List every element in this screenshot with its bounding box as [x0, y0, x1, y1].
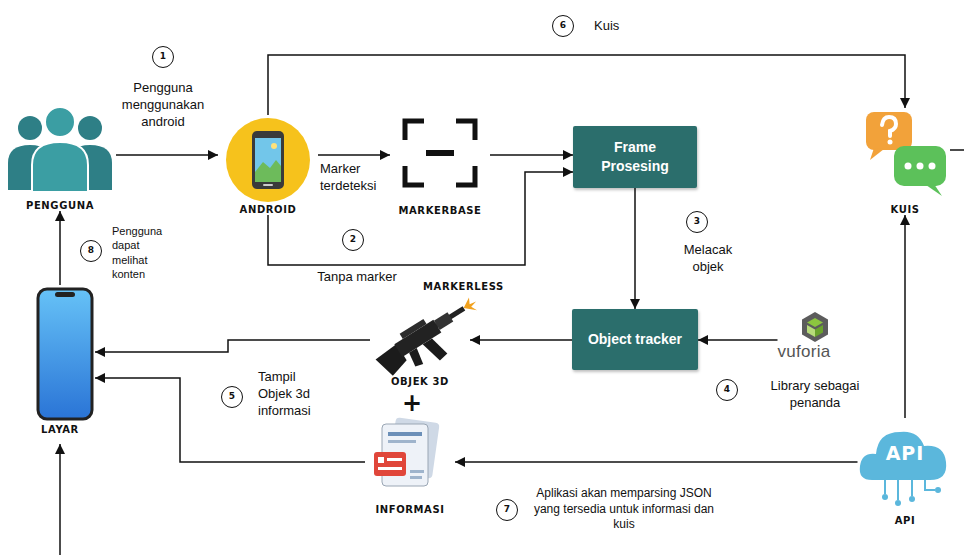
screen-node: LAYAR [25, 285, 95, 435]
information-icon [374, 417, 440, 486]
cloud-text: API [858, 442, 953, 464]
plus-sign: + [402, 391, 422, 415]
node-label: API [858, 515, 953, 526]
node-label: OBJEK 3D [370, 376, 470, 387]
callout-number: 2 [342, 229, 364, 251]
node-label: PENGGUNA [4, 200, 116, 211]
flow-arrow [95, 378, 365, 462]
markerbase-icon: MARKERBASE [390, 115, 490, 216]
flow-arrow [268, 55, 905, 115]
node-label: vuforia [778, 342, 853, 362]
flow-arrow [116, 154, 218, 156]
flow-arrow [634, 188, 636, 309]
quiz-node: KUIS [855, 108, 955, 215]
callout-number: 5 [221, 386, 243, 408]
vuforia-logo [802, 312, 828, 342]
flow-arrow [490, 154, 573, 156]
section-heading: MARKERLESS [423, 281, 504, 292]
callout-number: 6 [552, 15, 574, 37]
node-label: Frame Prosesing [581, 138, 689, 176]
node-label: ANDROID [218, 204, 318, 215]
api-node: API API [858, 418, 953, 526]
edge-label: Tampil Objek 3d informasi [258, 369, 330, 420]
screen-phone-icon [38, 289, 92, 419]
edge-label: Pengguna menggunakan android [113, 80, 213, 131]
flow-arrow [318, 154, 390, 156]
callout-number: 7 [496, 499, 518, 521]
callout-number: 1 [152, 46, 174, 68]
flow-arrow [95, 340, 370, 352]
node-label: MARKERBASE [390, 205, 490, 216]
flow-arrow [455, 461, 858, 463]
users-icon [8, 107, 112, 192]
marker-frame-icon [405, 121, 475, 185]
flow-arrow [59, 211, 61, 285]
node-label: LAYAR [25, 424, 95, 435]
flow-arrow [268, 172, 573, 265]
callout-number: 3 [686, 211, 708, 233]
callout-number: 4 [716, 379, 738, 401]
node-label: INFORMASI [365, 504, 455, 515]
user-group: PENGGUNA [4, 105, 116, 211]
edge-label: Pengguna dapat melihat konten [112, 224, 176, 281]
android-phone-icon [226, 118, 310, 202]
outgoing-line [950, 149, 964, 151]
vuforia-library: vuforia [778, 312, 853, 362]
object-3d: OBJEK 3D [370, 298, 470, 387]
process-box: Frame Prosesing [573, 126, 697, 188]
quiz-icon [866, 112, 946, 196]
information-node: INFORMASI [365, 418, 455, 515]
flow-arrow [698, 339, 778, 341]
edge-label: Melacak objek [668, 242, 748, 276]
edge-label: Aplikasi akan memparsing JSON yang terse… [526, 486, 722, 533]
process-box: Object tracker [572, 309, 698, 370]
node-label: KUIS [855, 204, 955, 215]
node-label: Object tracker [588, 330, 682, 349]
flow-arrow [470, 339, 572, 341]
incoming-line [59, 444, 61, 555]
edge-label: Marker terdeteksi [320, 161, 402, 195]
callout-number: 8 [80, 240, 102, 262]
edge-label: Kuis [594, 18, 654, 35]
edge-label: Library sebagai penanda [762, 378, 868, 412]
edge-label: Tanpa marker [302, 269, 412, 286]
flow-arrow [904, 215, 906, 418]
android-device: ANDROID [218, 115, 318, 215]
